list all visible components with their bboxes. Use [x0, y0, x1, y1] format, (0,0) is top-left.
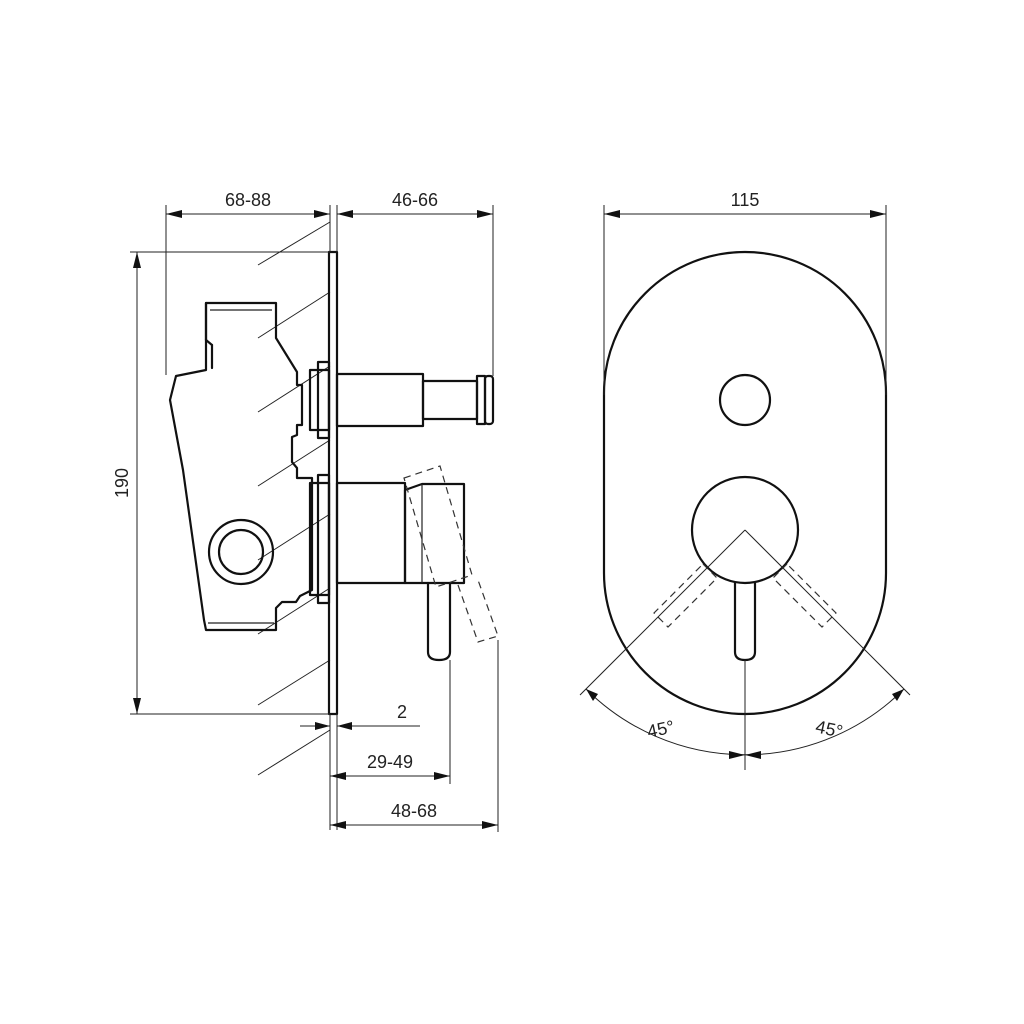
mixer-body — [335, 481, 407, 585]
front-view: 45° 45° 115 — [579, 190, 911, 770]
diverter-knob — [718, 373, 772, 427]
cover-plate-side — [327, 250, 339, 716]
angle-arc — [585, 688, 905, 756]
dimension-lever-offset: 29-49 — [330, 660, 451, 784]
mixer-handle-disc — [690, 475, 800, 585]
handle-hub — [403, 482, 466, 585]
arc-arrow-right — [892, 689, 904, 701]
dimension-install-depth: 68-88 — [165, 190, 331, 375]
valve-body — [168, 301, 314, 632]
lever-alternate-position — [403, 465, 499, 643]
dimension-spindle-length: 46-66 — [336, 190, 494, 376]
lever-side — [426, 581, 452, 662]
dimension-plate-width: 115 — [603, 190, 887, 395]
side-view: 68-88 46-66 190 2 — [112, 190, 499, 832]
angle-ray-left — [579, 529, 746, 696]
lever-rotation-positions — [653, 563, 837, 628]
angle-ray-right — [744, 529, 911, 696]
dimension-total-projection: 48-68 — [330, 640, 499, 832]
label-total-projection: 48-68 — [391, 801, 437, 821]
label-install-depth: 68-88 — [225, 190, 271, 210]
arc-arrow-center-right — [745, 751, 761, 759]
wall-hatching — [257, 221, 331, 776]
diverter-flange — [308, 360, 331, 440]
outlet-port-inner — [217, 528, 265, 576]
label-plate-thickness: 2 — [397, 702, 407, 722]
dimension-height: 190 — [112, 252, 141, 714]
mixer-flange — [308, 473, 331, 605]
label-height: 190 — [112, 468, 132, 498]
label-lever-offset: 29-49 — [367, 752, 413, 772]
diverter-spindle — [335, 372, 495, 428]
label-spindle-length: 46-66 — [392, 190, 438, 210]
label-angle-right: 45° — [814, 717, 845, 742]
lever-front — [733, 581, 757, 662]
outlet-port-outer — [207, 518, 275, 586]
arc-arrow-left — [586, 689, 598, 701]
cover-plate-front — [602, 250, 888, 716]
label-angle-left: 45° — [645, 717, 676, 742]
label-plate-width: 115 — [731, 190, 760, 210]
dimension-plate-thickness: 2 — [300, 702, 420, 830]
arc-arrow-center-left — [729, 751, 745, 759]
